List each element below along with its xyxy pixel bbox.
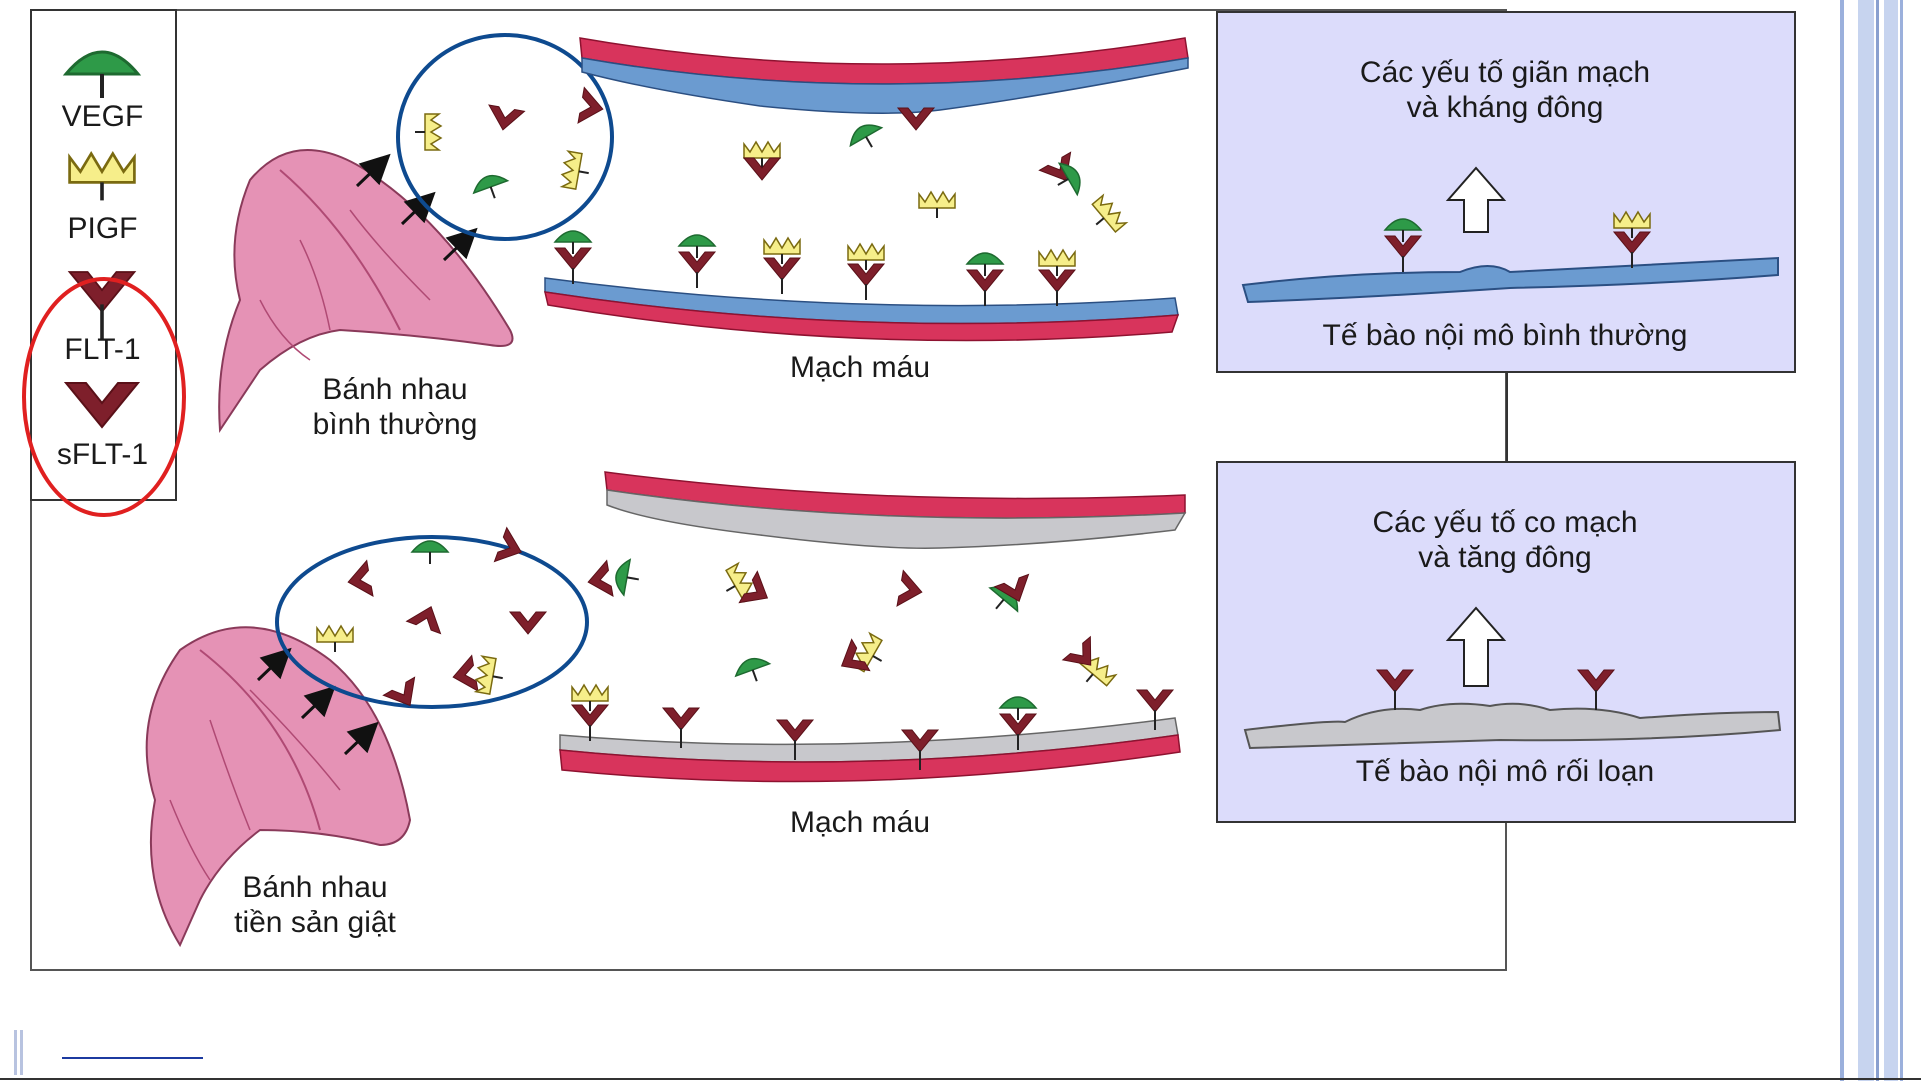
legend-pigf-label: PIGF (40, 212, 165, 246)
vegf-flt1-complex (679, 235, 715, 288)
sflt1-icon (510, 612, 546, 634)
pigf-icon (415, 114, 441, 150)
pigf-icon (317, 626, 353, 652)
damaged-box-title: Các yếu tố co mạch và tăng đông (1260, 505, 1750, 575)
normal-box-title: Các yếu tố giãn mạch và kháng đông (1260, 55, 1750, 125)
vegf-flt1-complex (555, 231, 591, 284)
pigf-flt1-complex (848, 244, 884, 300)
pigf-legend-icon (70, 154, 135, 201)
normal-placenta-label: Bánh nhau bình thường (280, 372, 510, 442)
sflt1-icon (485, 105, 524, 133)
vegf-icon (412, 541, 448, 564)
vegf-icon (845, 118, 888, 156)
side-bar (1842, 0, 1921, 1081)
pigf-flt1-complex (1039, 250, 1075, 306)
vegf-icon (732, 653, 774, 687)
top-vessel-label: Mạch máu (760, 350, 960, 385)
sflt1-legend-icon (66, 383, 138, 427)
preeclampsia-vessel (560, 472, 1185, 782)
sflt1-icon (407, 601, 448, 634)
vegf-icon (613, 558, 642, 597)
pigf-icon (850, 632, 891, 676)
pigf-icon (1085, 194, 1128, 238)
legend-flt1-label: FLT-1 (40, 333, 165, 367)
sflt1-icon (345, 561, 373, 600)
vegf-legend-icon (66, 52, 138, 98)
pigf-icon (919, 192, 955, 218)
damaged-box-caption: Tế bào nội mô rối loạn (1240, 754, 1770, 789)
sflt1-icon (494, 528, 527, 569)
pigf-icon (474, 656, 506, 696)
sflt1-icon (585, 561, 613, 600)
legend-vegf-label: VEGF (40, 100, 165, 134)
vegf-flt1-complex (967, 253, 1003, 306)
pigf-flt1-complex (572, 685, 608, 741)
bottom-vessel-label: Mạch máu (760, 805, 960, 840)
normal-box-caption: Tế bào nội mô bình thường (1240, 318, 1770, 353)
sflt1-icon (383, 677, 425, 714)
sflt1-icon (450, 656, 478, 695)
legend-sflt1-label: sFLT-1 (40, 438, 165, 472)
pigf-icon (560, 151, 592, 191)
sflt1-icon (897, 571, 925, 610)
highlight-circle (24, 279, 184, 515)
preeclampsia-placenta-label: Bánh nhau tiền sản giật (200, 870, 430, 940)
pigf-flt1-complex (764, 238, 800, 294)
vegf-icon (470, 170, 512, 204)
